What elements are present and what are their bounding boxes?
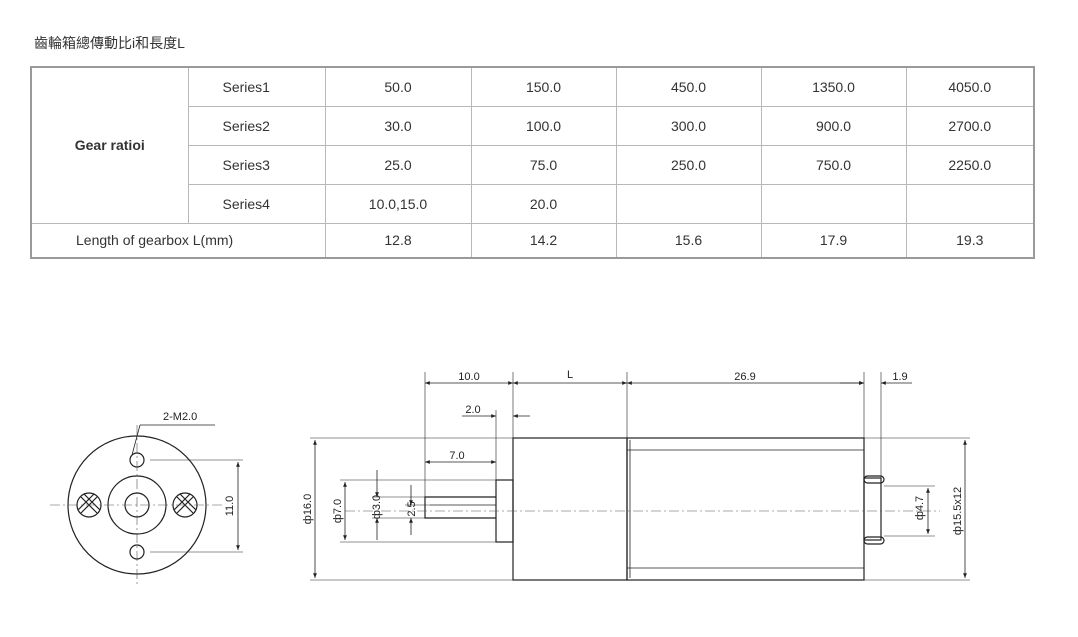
table-cell: 100.0	[470, 105, 617, 146]
front-view	[50, 424, 243, 585]
table-cell: 1350.0	[760, 66, 907, 107]
series-name: Series3	[187, 144, 326, 185]
series-name: Series1	[187, 66, 326, 107]
table-cell: 15.6	[615, 222, 762, 259]
table-cell: 50.0	[324, 66, 472, 107]
output-shaft	[424, 496, 496, 519]
table-row: Gear ratioi Series1 50.0 150.0 450.0 135…	[30, 66, 1035, 224]
table-cell: 250.0	[615, 144, 762, 185]
dia-3: ф3.0	[371, 495, 383, 519]
table-row: Series3 25.0 75.0 250.0 750.0 2250.0	[31, 144, 1035, 185]
table-row: Series4 10.0,15.0 20.0	[31, 183, 1035, 224]
table-cell: 17.9	[760, 222, 907, 259]
dia-4-7: ф4.7	[914, 496, 926, 520]
table-cell: 450.0	[615, 66, 762, 107]
table-cell: 12.8	[324, 222, 472, 259]
series-name: Series4	[187, 183, 326, 224]
terminal-top	[863, 475, 885, 484]
screw-label: 2-M2.0	[163, 411, 197, 423]
table-cell: 19.3	[905, 222, 1035, 259]
table-cell: 300.0	[615, 105, 762, 146]
table-cell: 14.2	[470, 222, 617, 259]
dim-1-9: 1.9	[892, 371, 907, 383]
table-cell: 900.0	[760, 105, 907, 146]
table-cell: 75.0	[470, 144, 617, 185]
table-cell	[615, 183, 762, 224]
table-cell: 20.0	[470, 183, 617, 224]
height-dim: 11.0	[224, 496, 236, 517]
table-cell: 750.0	[760, 144, 907, 185]
dim-2-0: 2.0	[465, 404, 480, 416]
page-title: 齒輪箱總傳動比i和長度L	[34, 35, 185, 51]
table-row: Length of gearbox L(mm) 12.8 14.2 15.6 1…	[30, 222, 1035, 259]
table-cell: 30.0	[324, 105, 472, 146]
dia-16: ф16.0	[302, 494, 314, 524]
table-cell: 2700.0	[905, 105, 1035, 146]
dia-7: ф7.0	[332, 499, 344, 523]
table-cell: 4050.0	[905, 66, 1035, 107]
table-row: Series2 30.0 100.0 300.0 900.0 2700.0	[31, 105, 1035, 146]
end-cap	[863, 477, 882, 541]
motor-body	[626, 437, 865, 581]
dim-10: 10.0	[458, 371, 479, 383]
dim-L: L	[567, 369, 573, 381]
table-cell	[905, 183, 1035, 224]
gear-ratio-label: Gear ratioi	[30, 66, 189, 224]
side-view	[310, 372, 970, 581]
gear-ratio-table: Gear ratioi Series1 50.0 150.0 450.0 135…	[30, 66, 1035, 259]
dim-2-5: 2.5	[406, 501, 418, 516]
gearbox-body	[512, 437, 628, 581]
dia-15-5: ф15.5x12	[952, 487, 964, 535]
dim-26-9: 26.9	[734, 371, 755, 383]
terminal-bottom	[863, 536, 885, 545]
dim-7-0: 7.0	[449, 450, 464, 462]
